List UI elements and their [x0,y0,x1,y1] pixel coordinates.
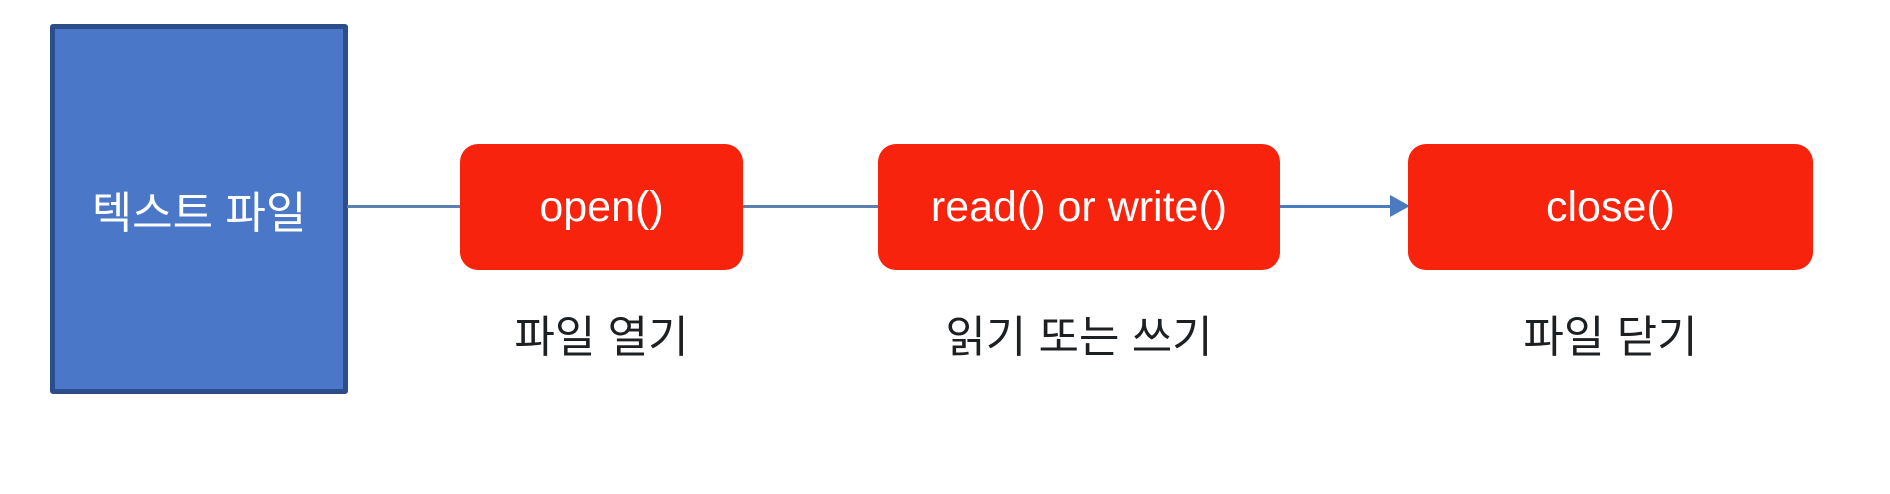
source-node-label: 텍스트 파일 [91,189,307,238]
step-open-label: open() [539,182,664,231]
connector-open-to-readwrite [743,205,878,208]
caption-read-or-write: 읽기 또는 쓰기 [945,313,1213,362]
step-read-write-label: read() or write() [930,182,1228,231]
caption-close-file: 파일 닫기 [1523,313,1698,362]
arrowhead-icon [1390,195,1410,217]
caption-open-file: 파일 열기 [514,313,689,362]
connector-readwrite-to-close [1280,205,1392,208]
source-node-text-file: 텍스트 파일 [50,24,348,394]
step-node-open: open() [460,144,743,270]
step-close-label: close() [1545,182,1676,231]
connector-source-to-open [347,205,460,208]
step-node-read-write: read() or write() [878,144,1280,270]
step-node-close: close() [1408,144,1813,270]
